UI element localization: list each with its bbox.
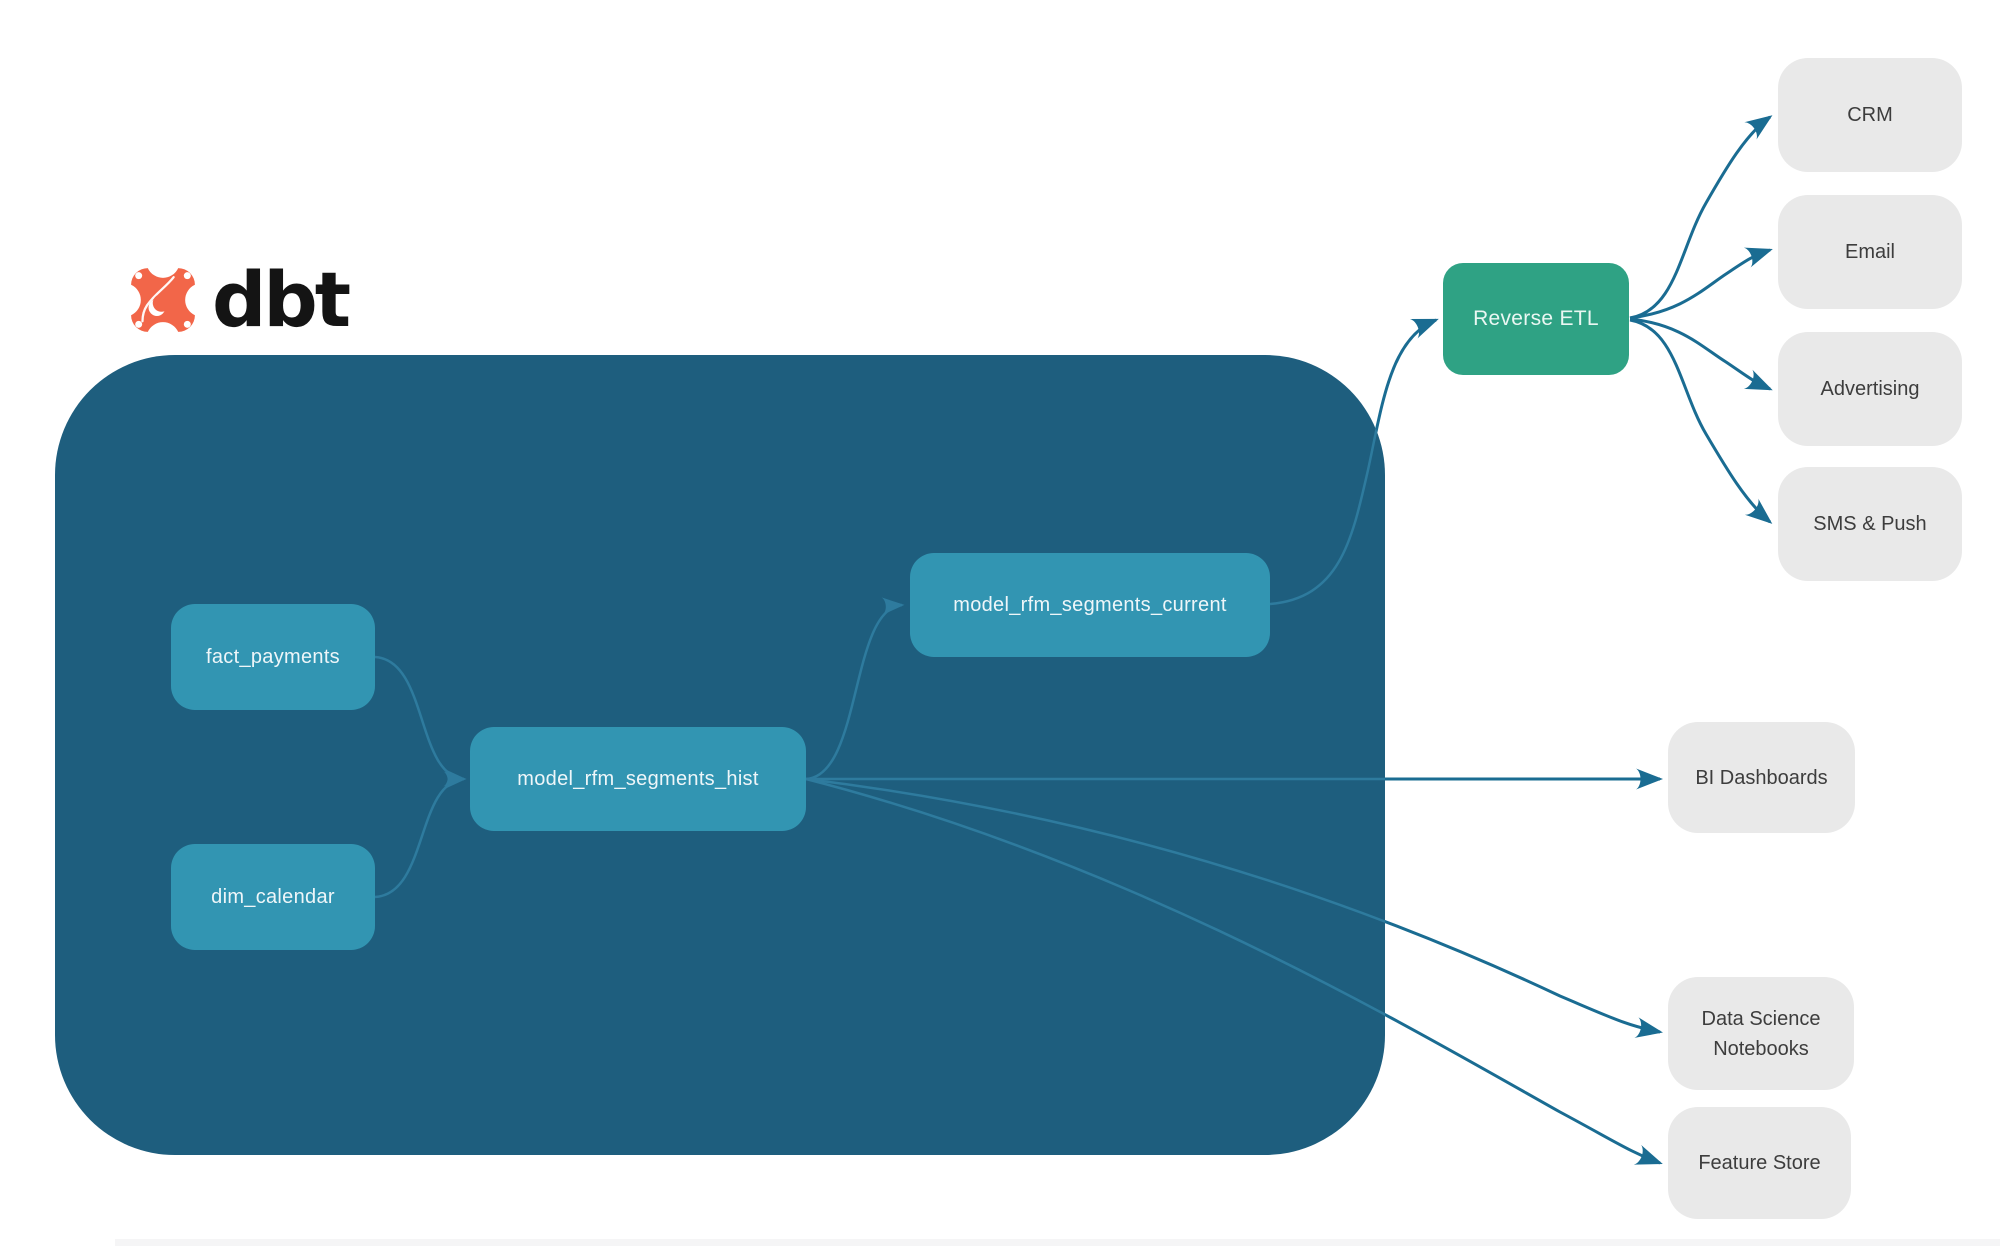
node-label: Email — [1844, 241, 1895, 263]
node-advertising: Advertising — [1778, 332, 1962, 446]
dbt-wordmark: dbt — [212, 255, 351, 344]
node-model-rfm-segments-hist: model_rfm_segments_hist — [470, 727, 806, 831]
node-label: dim_calendar — [211, 885, 335, 908]
node-dim-calendar: dim_calendar — [171, 844, 375, 950]
node-feature-store: Feature Store — [1668, 1107, 1851, 1219]
edge-reverse-etl-to-crm — [1629, 115, 1773, 320]
dbt-logo: dbt — [124, 254, 351, 346]
node-label: Reverse ETL — [1473, 307, 1599, 330]
node-fact-payments: fact_payments — [171, 604, 375, 710]
node-label: BI Dashboards — [1695, 766, 1828, 789]
node-label: Data Science Notebooks — [1701, 1007, 1821, 1060]
edge-reverse-etl-to-sms — [1629, 318, 1773, 524]
node-model-rfm-segments-current: model_rfm_segments_current — [910, 553, 1270, 657]
node-reverse-etl: Reverse ETL — [1443, 263, 1629, 375]
dbt-logo-icon — [124, 262, 202, 338]
node-label: fact_payments — [206, 645, 340, 668]
node-sms-push: SMS & Push — [1778, 467, 1962, 581]
edge-reverse-etl-to-email — [1629, 247, 1773, 320]
node-email: Email — [1778, 195, 1962, 309]
node-label: model_rfm_segments_current — [953, 593, 1227, 616]
node-label: model_rfm_segments_hist — [517, 767, 759, 790]
node-label: SMS & Push — [1813, 513, 1927, 535]
node-crm: CRM — [1778, 58, 1962, 172]
node-label: CRM — [1847, 104, 1893, 126]
node-data-science-notebooks: Data Science Notebooks — [1668, 977, 1854, 1090]
node-bi-dashboards: BI Dashboards — [1668, 722, 1855, 833]
bottom-edge-strip — [115, 1239, 2000, 1246]
node-label: Feature Store — [1698, 1152, 1821, 1174]
node-label: Advertising — [1820, 378, 1920, 400]
edge-reverse-etl-to-advertising — [1629, 317, 1773, 391]
